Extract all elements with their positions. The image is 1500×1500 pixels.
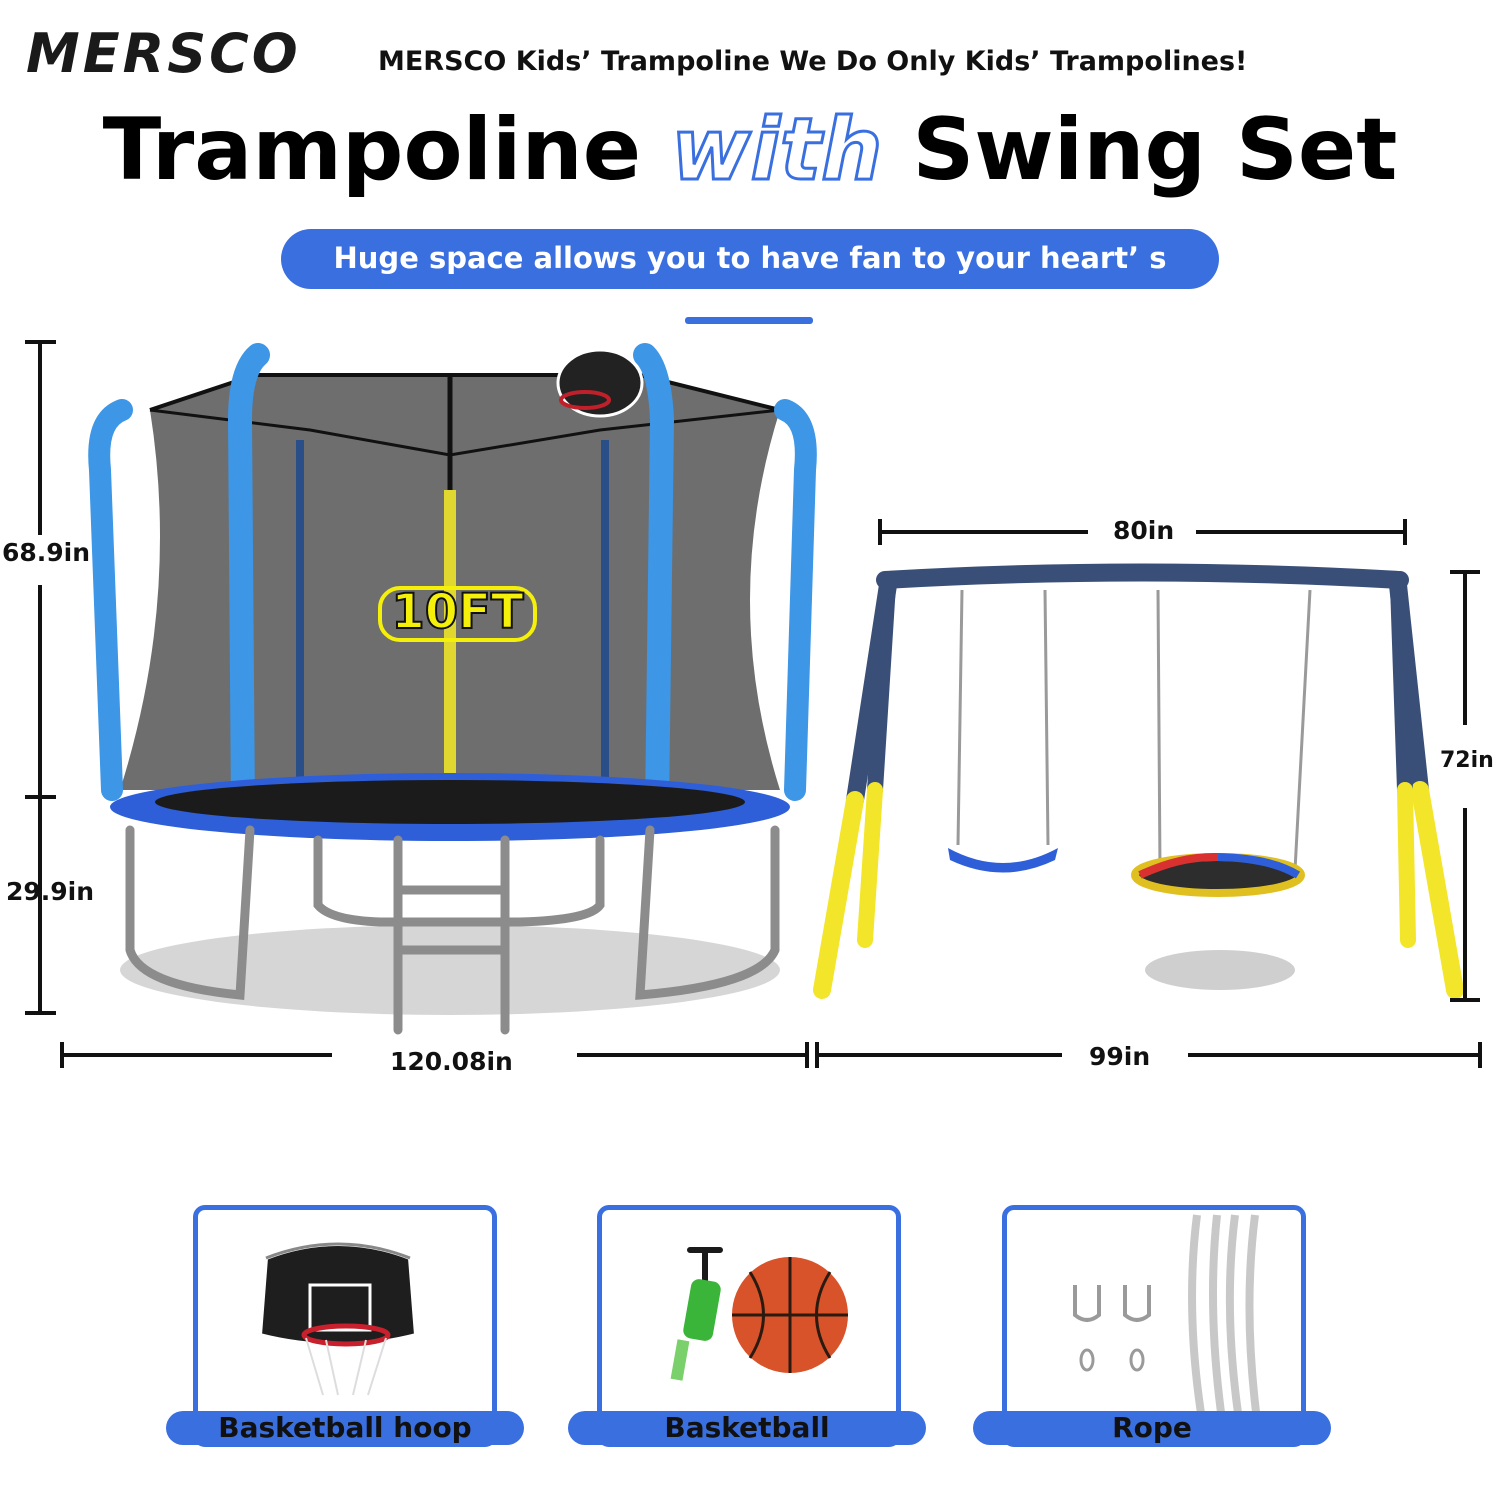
banner-underline: [685, 317, 813, 324]
pole-left-outer: [88, 399, 133, 801]
swing-legs: [813, 576, 1464, 999]
brand-logo: MERSCO: [26, 22, 301, 85]
mini-rim: [559, 390, 611, 410]
tagline: MERSCO Kids’ Trampoline We Do Only Kids’…: [378, 46, 1248, 77]
swing-top-beam: [876, 563, 1409, 589]
title-part1: Trampoline: [102, 100, 642, 200]
basketball-hoop-icon: [257, 1242, 419, 1396]
size-badge-frame: [378, 586, 537, 642]
pole-right-outer: [774, 399, 817, 801]
pole-right-inner: [633, 343, 675, 822]
accessory-label-hoop: Basketball hoop: [166, 1411, 524, 1445]
basketball-icon: [670, 1247, 848, 1381]
trampoline-height-lower: 29.9in: [6, 877, 95, 906]
trampoline-width: 120.08in: [390, 1047, 513, 1076]
swing-base-width: 99in: [1089, 1042, 1151, 1071]
title-highlight: with: [670, 99, 884, 202]
swing-shadow: [1145, 950, 1295, 990]
swing-chains: [956, 589, 1312, 871]
trampoline-shadow: [120, 925, 780, 1015]
title-part2: Swing Set: [912, 100, 1398, 200]
trampoline-height-upper: 68.9in: [2, 538, 91, 567]
accessory-label-basketball: Basketball: [568, 1411, 926, 1445]
rope-icon: [1073, 1214, 1261, 1421]
pole-left-inner: [227, 343, 270, 822]
mini-backboard: [556, 348, 644, 418]
swing-top-width: 80in: [1113, 516, 1175, 545]
swing-height: 72in: [1440, 748, 1494, 773]
feature-banner: Huge space allows you to have fan to you…: [281, 229, 1219, 333]
page-title: Trampoline with Swing Set: [0, 99, 1500, 202]
swing-seat: [948, 848, 1058, 873]
accessory-card-hoop: [193, 1205, 497, 1447]
trampoline-size-badge: 10FT: [390, 583, 524, 641]
trampoline-legs: [125, 825, 780, 1035]
trampoline-mat: [155, 780, 745, 824]
accessory-label-rope: Rope: [973, 1411, 1331, 1445]
accessory-card-rope: [1002, 1205, 1306, 1447]
